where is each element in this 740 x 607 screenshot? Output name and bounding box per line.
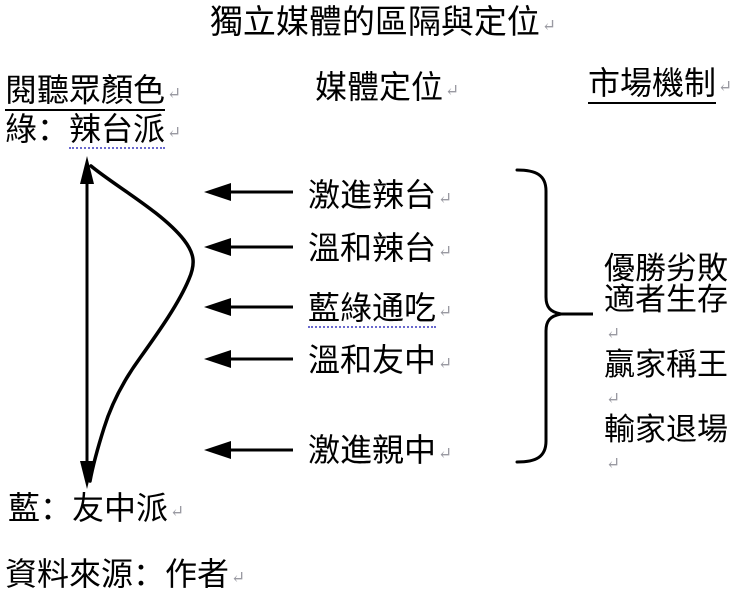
return-mark: ↵ [167, 123, 182, 142]
arrowhead-left-icon [204, 183, 231, 201]
position-label-5-text: 激進親中 [308, 432, 437, 468]
position-arrow-2 [204, 238, 293, 256]
position-arrow-4 [204, 350, 293, 368]
spellcheck-underline [5, 109, 42, 111]
market-line-3: 贏家稱王 ↵ [604, 349, 740, 414]
market-line-3-text: 贏家稱王 [604, 347, 728, 382]
return-mark: ↵ [438, 302, 453, 321]
return-mark: ↵ [438, 189, 453, 208]
market-line-1: 優勝劣敗 [604, 253, 740, 284]
position-label-5: 激進親中↵ [308, 433, 452, 471]
return-mark: ↵ [606, 454, 621, 473]
position-arrow-1 [204, 183, 293, 201]
header-media-positioning-text: 媒體定位 [315, 69, 444, 105]
return-mark: ↵ [541, 16, 557, 35]
market-line-4: 輸家退場 ↵ [604, 414, 740, 479]
position-label-1: 激進辣台↵ [308, 178, 452, 216]
position-label-1-text: 激進辣台 [308, 177, 437, 213]
return-mark: ↵ [718, 77, 733, 96]
brace-right [515, 168, 562, 464]
arrowhead-left-icon [204, 350, 231, 368]
header-media-positioning: 媒體定位↵ [315, 70, 459, 108]
position-label-3: 藍綠通吃↵ [308, 290, 453, 329]
market-line-2: 適者生存 ↵ [604, 284, 740, 349]
spectrum-top-prefix: 綠： [5, 111, 70, 147]
arrowhead-down-icon [80, 461, 94, 489]
arrowhead-left-icon [204, 238, 231, 256]
source-note-text: 資料來源：作者 [5, 556, 230, 592]
market-line-2-text: 適者生存 [604, 282, 728, 317]
header-audience-color: 閱聽眾顏色↵ [5, 72, 182, 111]
audience-distribution-curve [88, 164, 195, 483]
header-audience-color-text: 閱聽眾顏色 [5, 72, 166, 111]
market-line-4-text: 輸家退場 [604, 412, 728, 447]
header-market-mechanism: 市場機制↵ [588, 65, 733, 104]
source-note: 資料來源：作者↵ [5, 557, 245, 595]
position-label-2: 溫和辣台↵ [308, 231, 452, 269]
arrowhead-left-icon [204, 441, 231, 459]
return-mark: ↵ [606, 324, 621, 343]
return-mark: ↵ [167, 84, 182, 103]
return-mark: ↵ [445, 81, 460, 100]
spectrum-bottom-label: 藍：友中派↵ [8, 491, 184, 529]
header-market-mechanism-text: 市場機制 [588, 65, 717, 104]
return-mark: ↵ [438, 242, 453, 261]
return-mark: ↵ [606, 389, 621, 408]
market-line-1-text: 優勝劣敗 [604, 251, 728, 286]
page-title-text: 獨立媒體的區隔與定位 [209, 5, 540, 41]
position-label-3-text: 藍綠通吃 [308, 290, 437, 328]
arrowhead-left-icon [204, 298, 231, 316]
return-mark: ↵ [231, 568, 246, 587]
audience-spectrum-arrow [80, 156, 94, 489]
position-arrow-3 [204, 298, 293, 316]
position-arrow-5 [204, 441, 293, 459]
spectrum-top-label: 綠：辣台派↵ [5, 111, 182, 150]
spectrum-bottom-text: 藍：友中派 [8, 490, 169, 526]
position-label-4: 溫和友中↵ [308, 343, 452, 381]
position-label-4-text: 溫和友中 [308, 342, 437, 378]
return-mark: ↵ [170, 502, 185, 521]
return-mark: ↵ [438, 354, 453, 373]
position-label-2-text: 溫和辣台 [308, 230, 437, 266]
return-mark: ↵ [438, 444, 453, 463]
arrowhead-up-icon [80, 156, 94, 184]
page-title: 獨立媒體的區隔與定位↵ [0, 4, 740, 45]
market-mechanism-block: 優勝劣敗 適者生存 ↵ 贏家稱王 ↵ 輸家退場 ↵ [604, 253, 740, 479]
spectrum-top-term: 辣台派 [69, 111, 166, 149]
